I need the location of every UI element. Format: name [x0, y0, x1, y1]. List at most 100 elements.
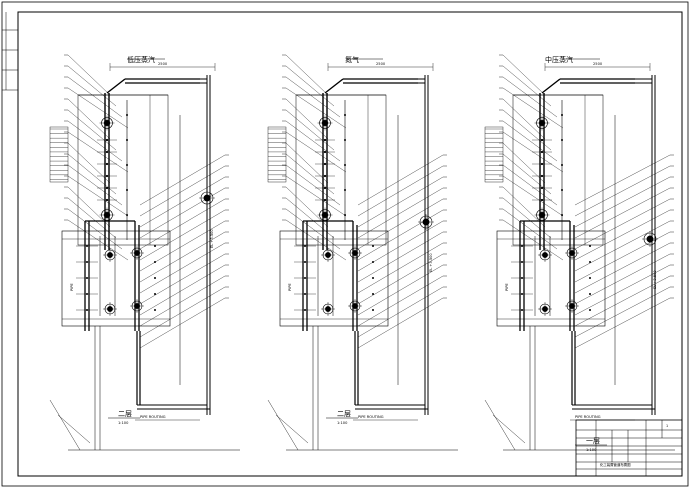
leader-line — [357, 165, 444, 217]
leader-line — [67, 208, 123, 250]
leader-line — [139, 297, 226, 349]
drawing-annotation: PIPE ROUTING — [140, 415, 166, 419]
panel-left-sub-label: 1:100 — [118, 421, 129, 425]
leader-line — [502, 54, 546, 96]
valve-dot — [344, 164, 346, 166]
leader-line — [285, 197, 335, 239]
valve-dot — [154, 309, 156, 311]
leader-line — [67, 120, 123, 162]
pipe-elbow — [541, 78, 561, 94]
panel-right-bottom-label: 一层 — [586, 437, 600, 445]
leader-line — [502, 175, 564, 217]
leader-line — [357, 297, 444, 349]
leader-line — [67, 98, 111, 140]
drawing-frame — [17, 11, 683, 477]
leader-line — [67, 65, 117, 107]
valve-dot — [126, 164, 128, 166]
leader-line — [139, 264, 226, 316]
leader-line — [502, 164, 558, 206]
valve-dot — [589, 245, 591, 247]
drawing-annotation: PIPE — [288, 283, 292, 291]
leader-line — [574, 187, 671, 239]
valve-dot — [561, 114, 563, 116]
wall-hatch-frame — [484, 126, 504, 183]
leader-line — [574, 297, 671, 349]
valve-dot — [126, 139, 128, 141]
wall-hatch-frame — [267, 126, 287, 183]
leader-line — [285, 87, 347, 129]
leader-line — [502, 142, 546, 184]
drawing-annotation: PIPE — [505, 283, 509, 291]
leader-line — [357, 198, 444, 250]
leader-line — [285, 153, 335, 195]
leader-line — [139, 253, 226, 305]
leader-line — [67, 54, 111, 96]
leader-line — [139, 154, 226, 206]
binding-margin — [2, 12, 18, 91]
drawing-annotation: PIPE ROUTING — [575, 415, 601, 419]
panel-middle-sub-label: 1:100 — [337, 421, 348, 425]
leader-line — [502, 120, 558, 162]
drawing-annotation: EL +3.500 — [653, 270, 657, 289]
valve-dot — [561, 139, 563, 141]
leader-line — [49, 399, 81, 451]
leader-line — [285, 76, 341, 118]
leader-line — [357, 231, 444, 283]
wall-hatch-frame — [49, 126, 69, 183]
valve-dot — [561, 164, 563, 166]
leader-line — [574, 198, 671, 250]
drawing-annotation: 2500 — [593, 62, 603, 66]
leader-line — [67, 142, 111, 184]
valve-dot — [344, 214, 346, 216]
leader-line — [357, 176, 444, 228]
leader-line — [285, 120, 341, 162]
leader-line — [285, 186, 329, 228]
valve-dot — [589, 293, 591, 295]
title-block — [575, 419, 683, 477]
leader-line — [574, 154, 671, 206]
leader-line — [574, 242, 671, 294]
leader-line — [574, 264, 671, 316]
upper-frame — [295, 94, 387, 246]
valve-dot — [344, 114, 346, 116]
leader-line — [67, 76, 123, 118]
leader-line — [285, 219, 347, 261]
leader-line — [139, 231, 226, 283]
leader-line — [139, 176, 226, 228]
leader-line — [357, 242, 444, 294]
leader-line — [285, 65, 335, 107]
leader-line — [139, 209, 226, 261]
leader-line — [285, 208, 341, 250]
leader-line — [67, 109, 117, 151]
valve-dot — [126, 189, 128, 191]
leader-line — [139, 220, 226, 272]
panel-right-sub-label: 1:100 — [586, 448, 597, 452]
valve-dot — [126, 114, 128, 116]
leader-line — [57, 414, 91, 444]
leader-line — [574, 286, 671, 338]
valve-dot — [372, 245, 374, 247]
drawing-annotation: PIPE ROUTING — [358, 415, 384, 419]
valve-dot — [344, 189, 346, 191]
leader-line — [67, 87, 129, 129]
leader-line — [492, 414, 526, 444]
valve-dot — [589, 309, 591, 311]
leader-line — [67, 175, 129, 217]
leader-line — [574, 209, 671, 261]
leader-line — [275, 414, 309, 444]
leader-line — [139, 286, 226, 338]
leader-line — [502, 76, 558, 118]
drawing-annotation: 2500 — [158, 62, 168, 66]
upper-frame — [77, 94, 169, 246]
leader-line — [502, 208, 558, 250]
leader-line — [67, 197, 117, 239]
leader-line — [285, 164, 341, 206]
leader-line — [574, 253, 671, 305]
leader-line — [139, 165, 226, 217]
leader-line — [357, 187, 444, 239]
leader-line — [502, 65, 552, 107]
